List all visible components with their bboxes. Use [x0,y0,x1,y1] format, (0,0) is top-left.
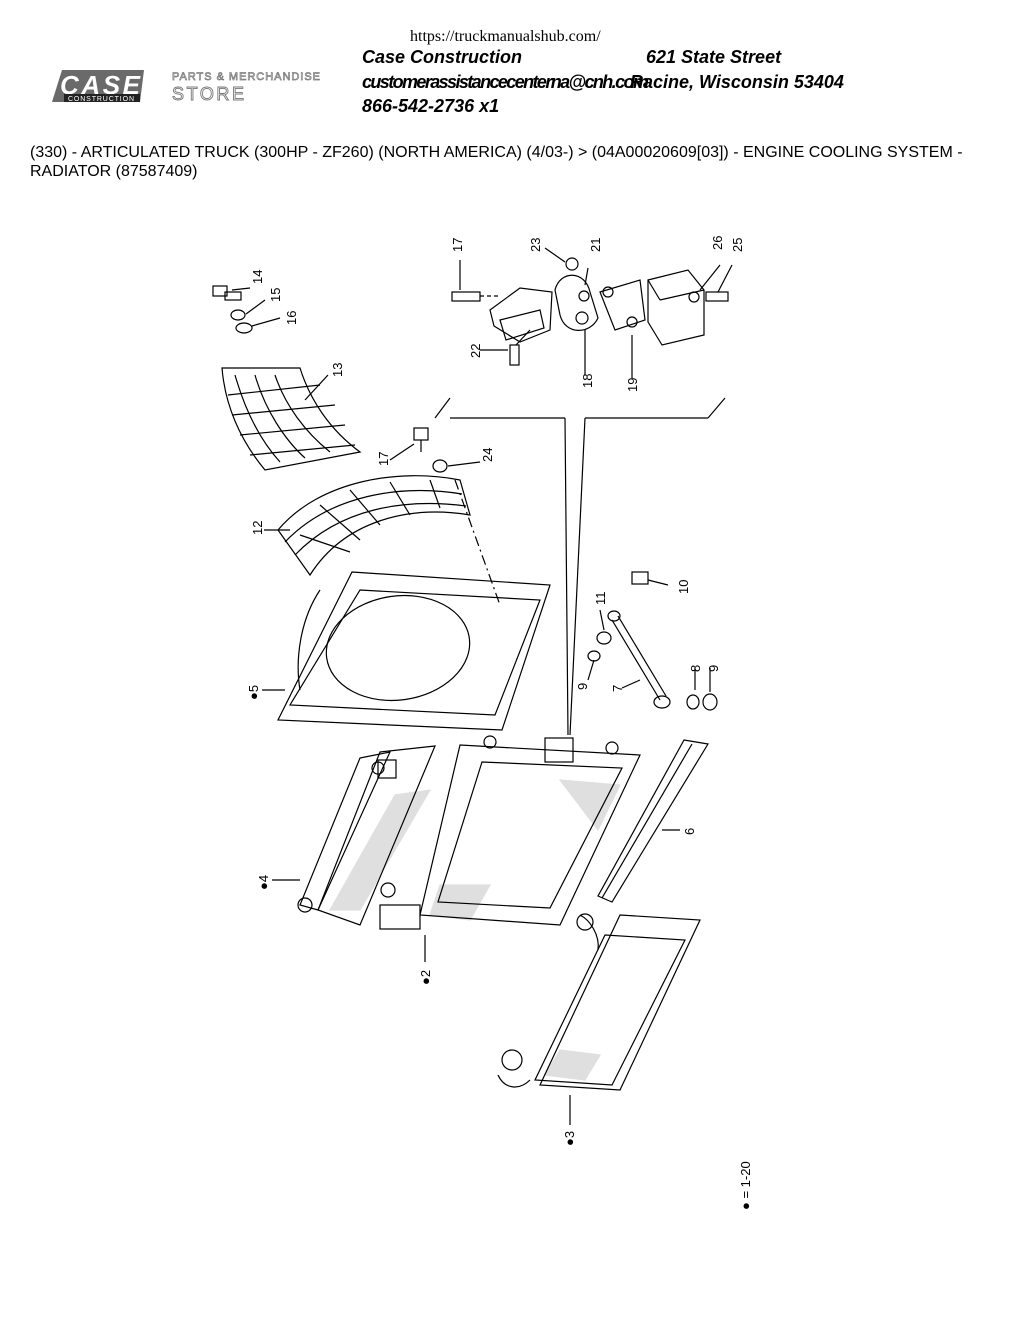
callout-23: 23 [528,238,543,252]
charge-air-cooler [497,913,701,1091]
callout-19: 19 [625,378,640,392]
source-url[interactable]: https://truckmanualshub.com/ [410,28,601,45]
seal-strip [597,739,709,903]
legend-note: ● = 1-20 [738,1161,753,1210]
case-logo: CASE CONSTRUCTION PARTS & MERCHANDISE ST… [52,70,320,104]
callout-13: 13 [330,363,345,377]
callout-25: 25 [730,238,745,252]
mount-bracket-assembly [451,257,729,366]
callout-17b: 17 [376,452,391,466]
callout-10: 10 [676,580,691,594]
callout-9b: 9 [706,665,721,672]
callout-18: 18 [580,374,595,388]
email-link[interactable]: customerassistancecenterna@cnh.com [362,72,649,92]
company-name: Case Construction [362,47,523,67]
callout-17a: 17 [450,238,465,252]
part-callouts: 17 23 21 26 25 22 18 19 14 15 16 13 17 2… [246,236,753,1210]
callout-22: 22 [468,344,483,358]
callout-12: 12 [250,521,265,535]
callout-24: 24 [480,448,495,462]
tie-rod-link [587,571,718,711]
callout-2: ●2 [418,970,433,985]
callout-8: 8 [688,665,703,672]
city-address: Racine, Wisconsin 53404 [630,72,844,92]
page-title: (330) - ARTICULATED TRUCK (300HP - ZF260… [30,144,963,180]
callout-7: 7 [610,685,625,692]
radiator-core [379,735,641,930]
callout-9a: 9 [575,683,590,690]
phone-number: 866-542-2736 x1 [362,96,500,116]
callout-26: 26 [710,236,725,250]
oil-cooler [297,745,436,926]
bolt-washer-set [212,285,253,334]
fan-guard [221,367,362,471]
callout-5: ●5 [246,685,261,700]
callout-3: ●3 [562,1131,577,1146]
callout-15: 15 [268,288,283,302]
logo-subtext: CONSTRUCTION [68,96,134,103]
callout-21: 21 [588,238,603,252]
exploded-parts-diagram: 17 23 21 26 25 22 18 19 14 15 16 13 17 2… [212,236,753,1210]
store-line2: STORE [172,84,244,104]
fan-shroud [277,475,471,577]
fan-frame [277,571,551,731]
callout-4: ●4 [256,875,271,890]
callout-6: 6 [682,828,697,835]
store-line1: PARTS & MERCHANDISE [172,71,320,83]
street-address: 621 State Street [646,47,782,67]
callout-14: 14 [250,270,265,284]
callout-16: 16 [284,311,299,325]
callout-11: 11 [593,592,608,606]
